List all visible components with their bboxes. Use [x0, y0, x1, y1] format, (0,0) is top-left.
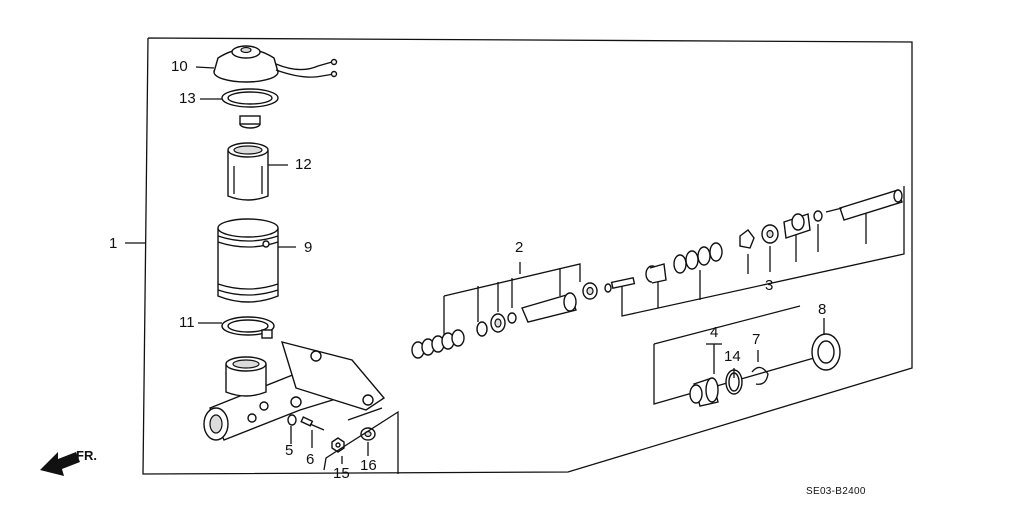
- master-cylinder-body: [203, 341, 386, 441]
- callout-14: 14: [724, 348, 741, 365]
- assembly-outline: [125, 37, 913, 475]
- callout-11: 11: [179, 314, 195, 331]
- boot-kit: [653, 305, 829, 407]
- callout-8: 8: [818, 301, 827, 318]
- diagram-code: SE03-B2400: [806, 486, 866, 497]
- callout-3: 3: [765, 277, 774, 294]
- fittings: [287, 407, 399, 474]
- reservoir-cap: [195, 45, 338, 83]
- callout-7: 7: [752, 331, 761, 348]
- callout-1: 1: [109, 235, 118, 252]
- callout-6: 6: [306, 451, 315, 468]
- primary-spring: [411, 329, 465, 359]
- callout-16: 16: [360, 457, 377, 474]
- callout-10: 10: [171, 58, 188, 75]
- reservoir-clamp: [198, 316, 275, 339]
- callout-12: 12: [295, 156, 312, 173]
- front-direction-label: FR.: [76, 448, 97, 463]
- cap-gasket: [200, 88, 279, 129]
- fluid-reservoir: [217, 218, 296, 303]
- reservoir-strainer: [227, 142, 288, 201]
- callout-2: 2: [515, 239, 524, 256]
- callout-13: 13: [179, 90, 196, 107]
- callout-4: 4: [710, 324, 719, 341]
- callout-9: 9: [304, 239, 313, 256]
- front-direction-arrow-icon: [40, 452, 80, 476]
- secondary-spring: [673, 242, 723, 274]
- secondary-piston-kit: [610, 186, 905, 317]
- oil-seal: [811, 318, 841, 371]
- primary-piston-kit: [411, 262, 612, 359]
- callout-5: 5: [285, 442, 294, 459]
- callout-15: 15: [333, 465, 350, 482]
